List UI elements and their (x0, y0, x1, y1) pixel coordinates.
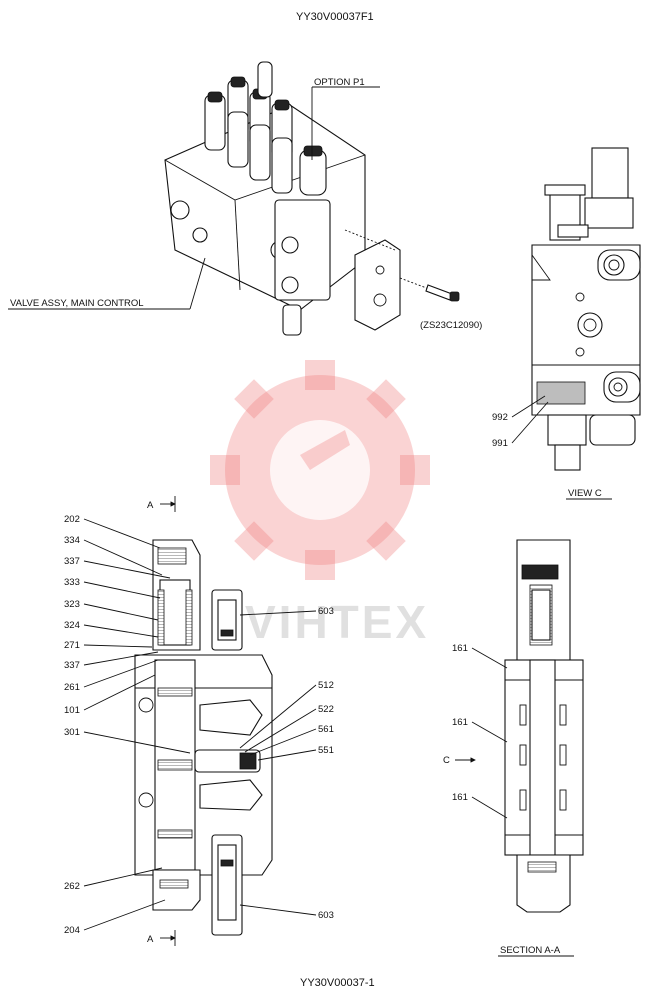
right-callouts: 603 512 522 561 551 603 (239, 606, 334, 921)
part-label-161-bottom: 161 (452, 792, 468, 803)
part-label-603-upper: 603 (318, 606, 334, 617)
arrow-c-label: C (443, 755, 450, 766)
name-plate (536, 381, 586, 405)
view-c-drawing (531, 147, 641, 471)
part-label-323: 323 (64, 599, 80, 610)
part-label-324: 324 (64, 620, 80, 631)
part-label-551: 551 (318, 745, 334, 756)
arrow-a-bottom-label: A (147, 934, 154, 945)
section-a-a-callouts: 161 161 161 C (443, 643, 508, 819)
part-label-161-top: 161 (452, 643, 468, 654)
section-a-a-caption: SECTION A-A (500, 945, 561, 956)
part-label-992: 992 (492, 412, 508, 423)
part-label-512: 512 (318, 680, 334, 691)
part-label-333: 333 (64, 577, 80, 588)
part-label-337-upper: 337 (64, 556, 80, 567)
part-label-337-lower: 337 (64, 660, 80, 671)
part-label-101: 101 (64, 705, 80, 716)
drawing-footer-code: YY30V00037-1 (300, 977, 375, 989)
part-label-991: 991 (492, 438, 508, 449)
part-label-202: 202 (64, 514, 80, 525)
section-drawing-main (134, 496, 273, 946)
part-label-262: 262 (64, 881, 80, 892)
watermark-gear-logo (210, 360, 430, 580)
part-label-561: 561 (318, 724, 334, 735)
part-label-301: 301 (64, 727, 80, 738)
cover-plate (354, 239, 401, 331)
part-label-334: 334 (64, 535, 80, 546)
bolt-screw (399, 277, 460, 302)
watermark-text: VIHTEX (245, 596, 429, 648)
valve-assembly-isometric (164, 61, 460, 336)
part-label-204: 204 (64, 925, 80, 936)
section-a-a-drawing (504, 539, 584, 913)
part-label-161-middle: 161 (452, 717, 468, 728)
part-label-271: 271 (64, 640, 80, 651)
view-c-caption: VIEW C (568, 488, 602, 499)
part-label-603-lower: 603 (318, 910, 334, 921)
part-label-522: 522 (318, 704, 334, 715)
drawing-title: YY30V00037F1 (296, 11, 374, 23)
part-label-261: 261 (64, 682, 80, 693)
left-callouts: 202 334 337 333 323 324 271 337 261 101 … (64, 514, 191, 936)
screw-part-label: (ZS23C12090) (420, 320, 482, 331)
arrow-a-top-label: A (147, 500, 154, 511)
option-p1-label: OPTION P1 (314, 77, 365, 88)
spool-caps (204, 61, 327, 196)
valve-assy-label: VALVE ASSY, MAIN CONTROL (10, 298, 144, 309)
